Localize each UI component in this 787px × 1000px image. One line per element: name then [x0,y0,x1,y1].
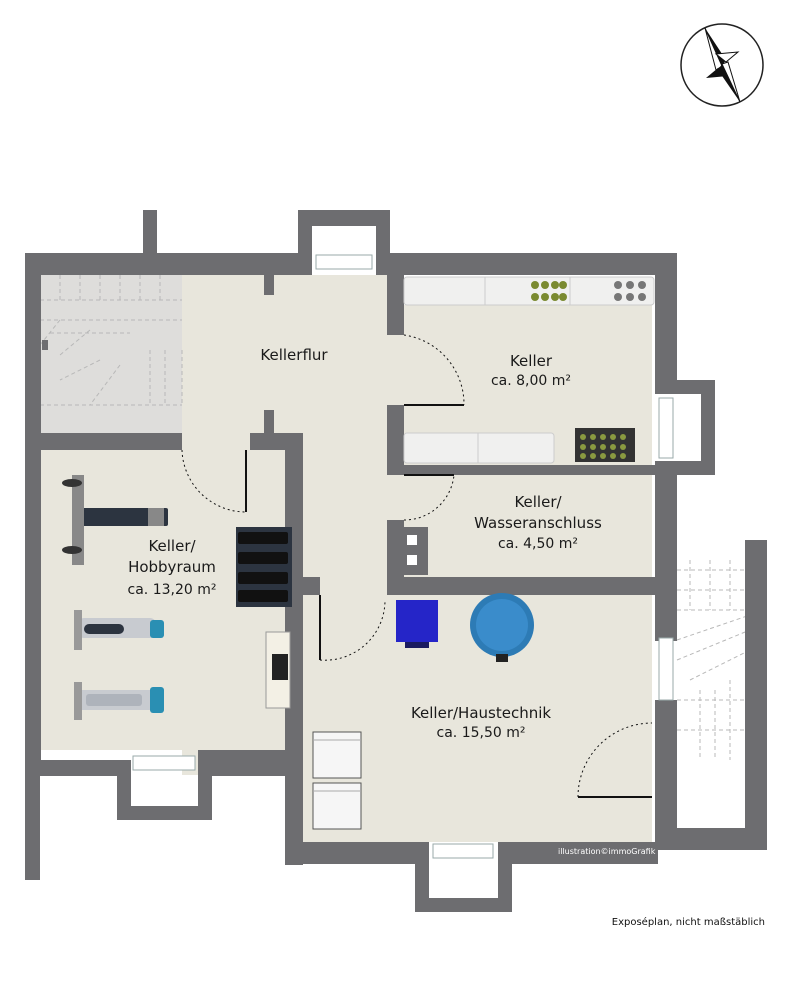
illustration-credit: illustration©immoGrafik [558,847,656,856]
stairs-icon [676,560,751,760]
shelf-icon [403,428,635,464]
room-area: ca. 15,50 m² [437,725,526,741]
compass-icon [680,23,764,107]
walls [25,210,767,912]
room-kellerflur: Kellerflur [260,346,328,364]
room-label: Kellerflur [260,346,328,364]
room-area: ca. 8,00 m² [491,373,571,389]
dryer-icon [312,782,362,830]
exercise-bike-icon [74,610,164,650]
shelf-icon [403,276,655,306]
room-label: Keller/Haustechnik [411,704,551,722]
cabinet-icon [402,527,428,575]
door-swing-icon [181,334,653,798]
room-area: ca. 13,20 m² [128,582,217,598]
room-wasseranschluss: Keller/ Wasseranschluss ca. 4,50 m² [474,493,602,552]
dumbbell-rack-icon [236,527,292,607]
boiler-icon [396,600,438,648]
plan-caption: Exposéplan, nicht maßstäblich [611,917,765,928]
window-icon [42,254,674,859]
room-label-2: Hobbyraum [128,558,216,576]
tank-icon [470,593,534,662]
gym-bench-icon [62,475,168,565]
room-hobbyraum: Keller/ Hobbyraum ca. 13,20 m² [128,537,217,598]
door-leaves [245,404,652,798]
room-keller: Keller ca. 8,00 m² [491,352,571,389]
rowing-machine-icon [74,682,164,720]
stairs-icon [39,275,183,406]
room-label: Keller/ [148,537,196,555]
room-label-2: Wasseranschluss [474,514,602,532]
washer-icon [312,731,362,779]
room-area: ca. 4,50 m² [498,536,578,552]
room-label: Keller/ [514,493,562,511]
room-label: Keller [510,352,553,370]
room-haustechnik: Keller/Haustechnik ca. 15,50 m² [411,704,551,741]
tv-cabinet-icon [265,631,291,709]
